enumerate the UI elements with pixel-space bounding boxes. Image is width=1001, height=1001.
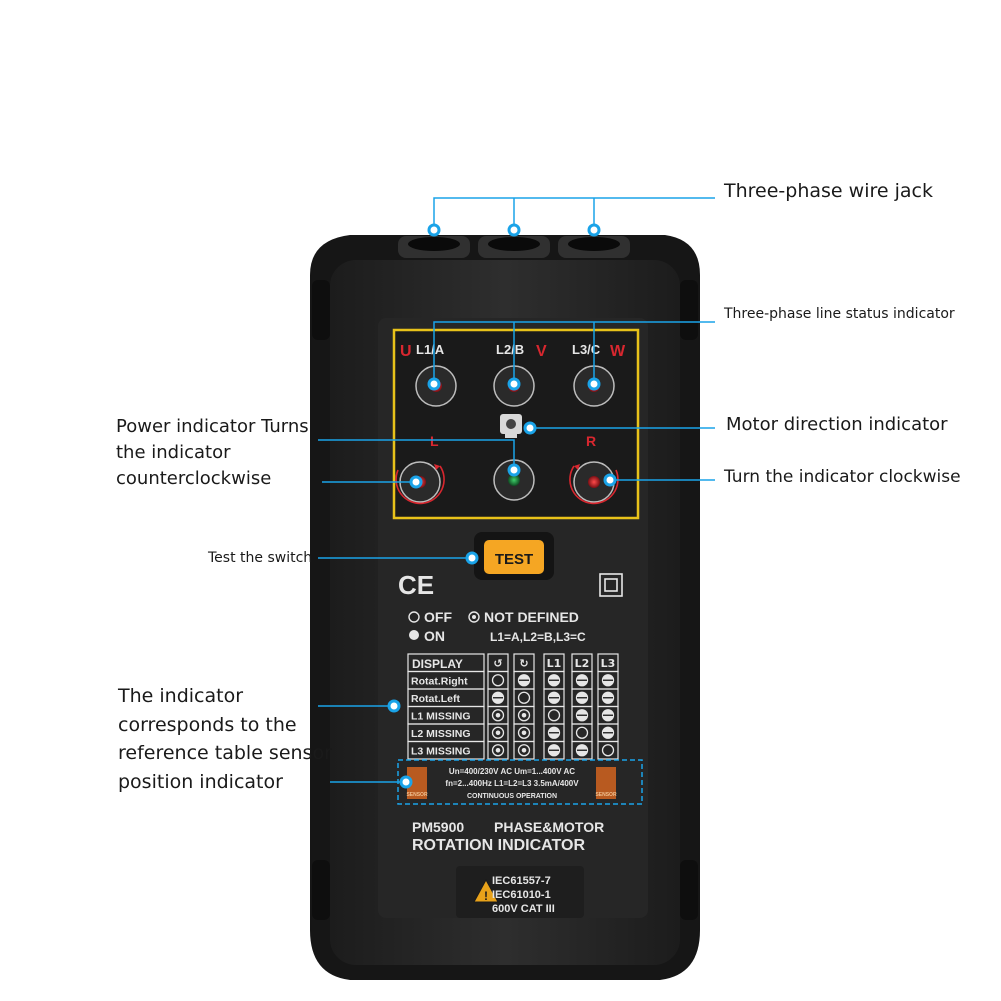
sensor-right-label: SENSOR [595, 792, 617, 798]
state-off-icon [517, 691, 531, 704]
model-code: PM5900 [412, 819, 464, 835]
state-off-icon [575, 726, 589, 739]
state-nd-icon [491, 726, 505, 739]
standard-3: 600V CAT III [492, 903, 555, 915]
table-cell [513, 740, 535, 760]
callout-dots [387, 223, 617, 789]
v-letter: V [536, 343, 547, 360]
table-cell [543, 740, 565, 760]
callout-reference-table: The indicator corresponds to the referen… [118, 685, 332, 793]
table-header-label: L3 [601, 657, 616, 670]
callout-motor-direction: Motor direction indicator [726, 414, 948, 435]
model-label: PM5900 PHASE&MOTOR ROTATION INDICATOR [412, 819, 604, 854]
legend: OFF NOT DEFINED ON L1=A,L2=B,L3=C [408, 609, 586, 644]
table-header-label: DISPLAY [412, 657, 463, 671]
state-nd-icon [491, 709, 505, 722]
spec-line-2: fn=2...400Hz L1=L2=L3 3.5mA/400V [445, 779, 579, 788]
table-header-label: ↻ [519, 657, 528, 670]
legend-mapping: L1=A,L2=B,L3=C [490, 630, 586, 644]
svg-text:!: ! [484, 889, 488, 903]
table-header-label: L2 [575, 657, 590, 670]
callout-line-power [318, 439, 515, 470]
left-letter: L [430, 433, 439, 449]
wire-jacks [398, 236, 630, 258]
l1-label: L1/A [416, 342, 445, 357]
sensor-left-label: SENSOR [406, 792, 428, 798]
test-button-label: TEST [495, 551, 533, 568]
state-nd-icon [491, 744, 505, 757]
wire-jack-l2[interactable] [478, 236, 550, 258]
spec-line-1: Un=400/230V AC Um=1...400V AC [449, 767, 575, 776]
table-cell [571, 740, 593, 760]
l3-label: L3/C [572, 342, 601, 357]
callout-wire-jack: Three-phase wire jack [724, 180, 933, 202]
table-cell [487, 740, 509, 760]
standard-2: IEC61010-1 [492, 889, 551, 901]
callout-test-switch: Test the switch [208, 550, 313, 566]
callout-clockwise: Turn the indicator clockwise [724, 467, 961, 487]
l2-label: L2/B [496, 342, 524, 357]
state-off-icon [601, 744, 615, 757]
callout-power-indicator: Power indicator Turns the indicator coun… [116, 416, 309, 490]
standards-label: ! IEC61557-7 IEC61010-1 600V CAT III [456, 866, 584, 918]
state-off-icon [547, 709, 561, 722]
spec-line-3: CONTINUOUS OPERATION [467, 793, 557, 800]
callout-lines [318, 197, 715, 783]
table-header-label: ↺ [493, 657, 502, 670]
table-row [407, 740, 485, 760]
sensor-right-icon: SENSOR [595, 767, 617, 799]
wire-jack-l3[interactable] [558, 236, 630, 258]
state-dot [495, 747, 501, 753]
state-dot [521, 712, 527, 718]
table-row-label: L2 MISSING [411, 728, 471, 740]
callout-line-status: Three-phase line status indicator [724, 306, 955, 322]
state-dot [521, 730, 527, 736]
model-title-2: ROTATION INDICATOR [412, 837, 585, 854]
sensor-left-icon: SENSOR [406, 767, 428, 799]
state-dot [495, 712, 501, 718]
state-dot [521, 747, 527, 753]
callout-line-wire-jack [433, 197, 715, 228]
legend-on: ON [424, 628, 445, 644]
state-nd-icon [517, 709, 531, 722]
right-letter: R [586, 433, 596, 449]
legend-not-defined: NOT DEFINED [484, 609, 579, 625]
test-button[interactable]: TEST [474, 532, 554, 580]
model-title-1: PHASE&MOTOR [494, 819, 604, 835]
table-row-label: Rotat.Right [411, 676, 468, 688]
table-header-label: L1 [547, 657, 562, 670]
table-cell [597, 740, 619, 760]
callout-line-line-status [433, 321, 715, 382]
w-letter: W [610, 343, 626, 360]
wire-jack-l1[interactable] [398, 236, 470, 258]
state-nd-icon [517, 744, 531, 757]
table-row-label: Rotat.Left [411, 693, 460, 705]
warning-icon: ! [473, 878, 499, 903]
table-row-label: L3 MISSING [411, 746, 471, 758]
double-insulation-icon [599, 573, 623, 597]
state-dot [495, 730, 501, 736]
indicator-panel: U L1/A L2/B V L3/C W L R [392, 328, 640, 520]
table-row-label: L1 MISSING [411, 711, 471, 723]
legend-off: OFF [424, 609, 452, 625]
u-letter: U [400, 343, 412, 360]
state-nd-icon [517, 726, 531, 739]
state-off-icon [491, 674, 505, 687]
standard-1: IEC61557-7 [492, 875, 551, 887]
ce-mark: CE [398, 570, 434, 600]
motor-icon [500, 414, 522, 438]
led-clockwise [569, 461, 619, 505]
